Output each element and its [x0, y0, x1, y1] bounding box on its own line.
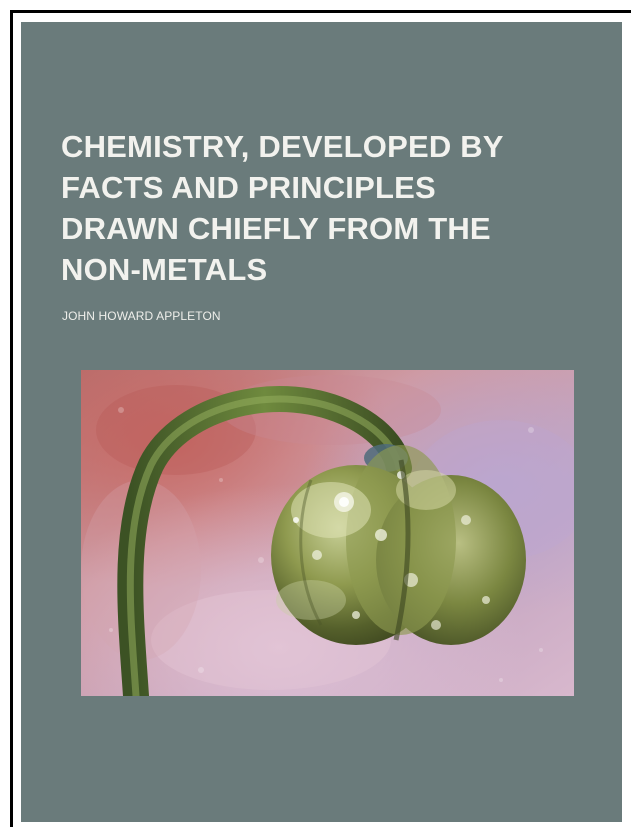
flower-bud — [271, 445, 526, 645]
cover-artwork — [81, 370, 574, 696]
book-title: CHEMISTRY, DEVELOPED BY FACTS AND PRINCI… — [61, 129, 504, 287]
book-author: JOHN HOWARD APPLETON — [62, 309, 221, 323]
flower-bud-painting — [81, 370, 574, 696]
